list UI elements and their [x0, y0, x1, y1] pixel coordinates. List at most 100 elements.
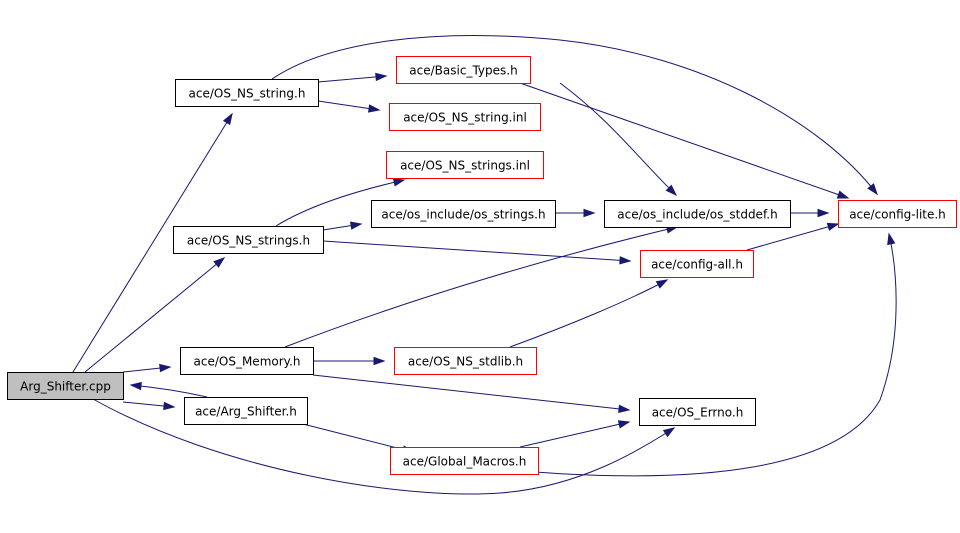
arrowhead	[655, 279, 669, 289]
arrowhead	[222, 112, 233, 126]
node-arg-shifter-cpp[interactable]: Arg_Shifter.cpp	[7, 372, 124, 400]
edge-config_all_h-to-config_lite_h	[746, 222, 840, 251]
edge-os_memory_h-to-os_errno_h	[312, 374, 631, 414]
node-os-ns-strings-h[interactable]: ace/OS_NS_strings.h	[173, 226, 324, 254]
edge-arg_shifter_cpp-to-os_errno_h	[92, 398, 676, 495]
node-label: ace/Global_Macros.h	[403, 455, 527, 469]
edge-line	[322, 240, 631, 262]
node-label: Arg_Shifter.cpp	[20, 380, 111, 394]
edge-os_memory_h-to-os_ns_stdlib_h	[313, 356, 386, 366]
arrowhead	[213, 257, 226, 268]
edge-os_memory_h-to-os_include_os_stddef_h	[284, 225, 679, 348]
edge-line	[275, 179, 405, 227]
arrowhead	[662, 427, 676, 438]
node-box[interactable]	[180, 347, 314, 375]
edge-line	[130, 384, 208, 398]
edge-os_ns_string_h-to-config_lite_h	[271, 35, 878, 196]
edge-global_macros_h-to-os_errno_h	[519, 420, 631, 448]
arrowhead	[665, 184, 678, 197]
edge-global_macros_h-to-config_lite_h	[534, 232, 897, 477]
edge-os_ns_strings_h-to-os_ns_strings_inl	[275, 178, 406, 227]
node-box[interactable]	[7, 372, 124, 400]
node-os-ns-stdlib-h[interactable]: ace/OS_NS_stdlib.h	[394, 347, 537, 375]
node-box[interactable]	[175, 79, 319, 107]
edge-os_ns_strings_h-to-config_all_h	[322, 240, 632, 265]
edge-line	[519, 421, 630, 448]
node-basic-types-h[interactable]: ace/Basic_Types.h	[396, 56, 531, 84]
edge-line	[559, 82, 677, 196]
node-box[interactable]	[838, 200, 957, 228]
edge-line	[284, 226, 678, 348]
node-global-macros-h[interactable]: ace/Global_Macros.h	[390, 447, 539, 475]
arrowhead	[817, 208, 830, 218]
edge-arg_shifter_cpp-to-arg_shifter_h	[122, 401, 176, 411]
edge-os_ns_string_h-to-basic_types_h	[317, 72, 388, 83]
node-label: ace/OS_NS_strings.inl	[400, 159, 530, 173]
node-box[interactable]	[396, 56, 531, 84]
edge-arg_shifter_h-to-arg_shifter_cpp	[129, 381, 208, 398]
arrowhead	[159, 363, 172, 373]
edge-basic_types_h-to-os_include_os_stddef_h	[559, 82, 678, 197]
node-box[interactable]	[371, 200, 556, 228]
node-os-memory-h[interactable]: ace/OS_Memory.h	[180, 347, 314, 375]
edge-arg_shifter_cpp-to-os_ns_strings_h	[84, 257, 226, 373]
arrowhead	[836, 190, 850, 199]
node-label: ace/config-all.h	[651, 258, 743, 272]
node-os-include-os-strings-h[interactable]: ace/os_include/os_strings.h	[371, 200, 556, 228]
arrowhead	[367, 104, 381, 113]
edge-line	[84, 257, 225, 373]
node-box[interactable]	[386, 151, 544, 179]
edge-line	[509, 279, 668, 348]
node-box[interactable]	[639, 398, 756, 426]
node-label: ace/OS_NS_strings.h	[187, 234, 310, 248]
edges-layer	[72, 35, 897, 495]
arrowhead	[617, 420, 631, 429]
edge-os_ns_strings_h-to-os_include_os_strings_h	[322, 221, 363, 231]
edge-os_include_os_stddef_h-to-config_lite_h	[790, 208, 830, 218]
arrowhead	[349, 221, 363, 230]
edge-line	[746, 223, 839, 251]
edge-line	[519, 82, 849, 199]
node-box[interactable]	[394, 347, 537, 375]
node-label: ace/os_include/os_strings.h	[381, 208, 545, 222]
arrowhead	[887, 232, 896, 246]
edge-basic_types_h-to-config_lite_h	[519, 82, 850, 199]
node-box[interactable]	[173, 226, 324, 254]
edge-arg_shifter_cpp-to-os_memory_h	[122, 363, 172, 373]
node-config-lite-h[interactable]: ace/config-lite.h	[838, 200, 957, 228]
arrowhead	[826, 222, 840, 231]
edge-os_ns_string_h-to-os_ns_string_inl	[317, 100, 381, 113]
node-label: ace/os_include/os_stddef.h	[617, 208, 777, 222]
node-os-errno-h[interactable]: ace/OS_Errno.h	[639, 398, 756, 426]
arrowhead	[583, 208, 596, 218]
node-os-ns-string-h[interactable]: ace/OS_NS_string.h	[175, 79, 319, 107]
arrowhead	[867, 183, 878, 196]
edge-os_include_os_strings_h-to-os_include_os_stddef_h	[555, 208, 596, 218]
arrowhead	[618, 404, 631, 414]
edge-line	[72, 113, 233, 373]
node-box[interactable]	[389, 103, 541, 131]
node-box[interactable]	[390, 447, 539, 475]
edge-line	[317, 75, 387, 83]
arrowhead	[375, 72, 388, 82]
edge-os_ns_stdlib_h-to-config_all_h	[509, 279, 669, 348]
node-os-include-os-stddef-h[interactable]: ace/os_include/os_stddef.h	[604, 200, 791, 228]
node-label: ace/OS_Memory.h	[194, 355, 301, 369]
node-os-ns-string-inl[interactable]: ace/OS_NS_string.inl	[389, 103, 541, 131]
edge-line	[92, 398, 675, 495]
node-label: ace/OS_Errno.h	[652, 406, 744, 420]
node-arg-shifter-h[interactable]: ace/Arg_Shifter.h	[184, 397, 308, 425]
node-box[interactable]	[184, 397, 308, 425]
nodes-layer: Arg_Shifter.cpp ace/OS_NS_string.h ace/Bas…	[7, 56, 957, 475]
node-label: ace/Basic_Types.h	[409, 64, 517, 78]
node-label: ace/config-lite.h	[849, 208, 946, 222]
node-config-all-h[interactable]: ace/config-all.h	[640, 250, 754, 278]
node-os-ns-strings-inl[interactable]: ace/OS_NS_strings.inl	[386, 151, 544, 179]
edge-line	[271, 35, 878, 195]
edge-arg_shifter_cpp-to-os_ns_string_h	[72, 112, 233, 373]
node-box[interactable]	[640, 250, 754, 278]
node-box[interactable]	[604, 200, 791, 228]
node-label: ace/OS_NS_stdlib.h	[408, 355, 523, 369]
arrowhead	[129, 381, 142, 391]
